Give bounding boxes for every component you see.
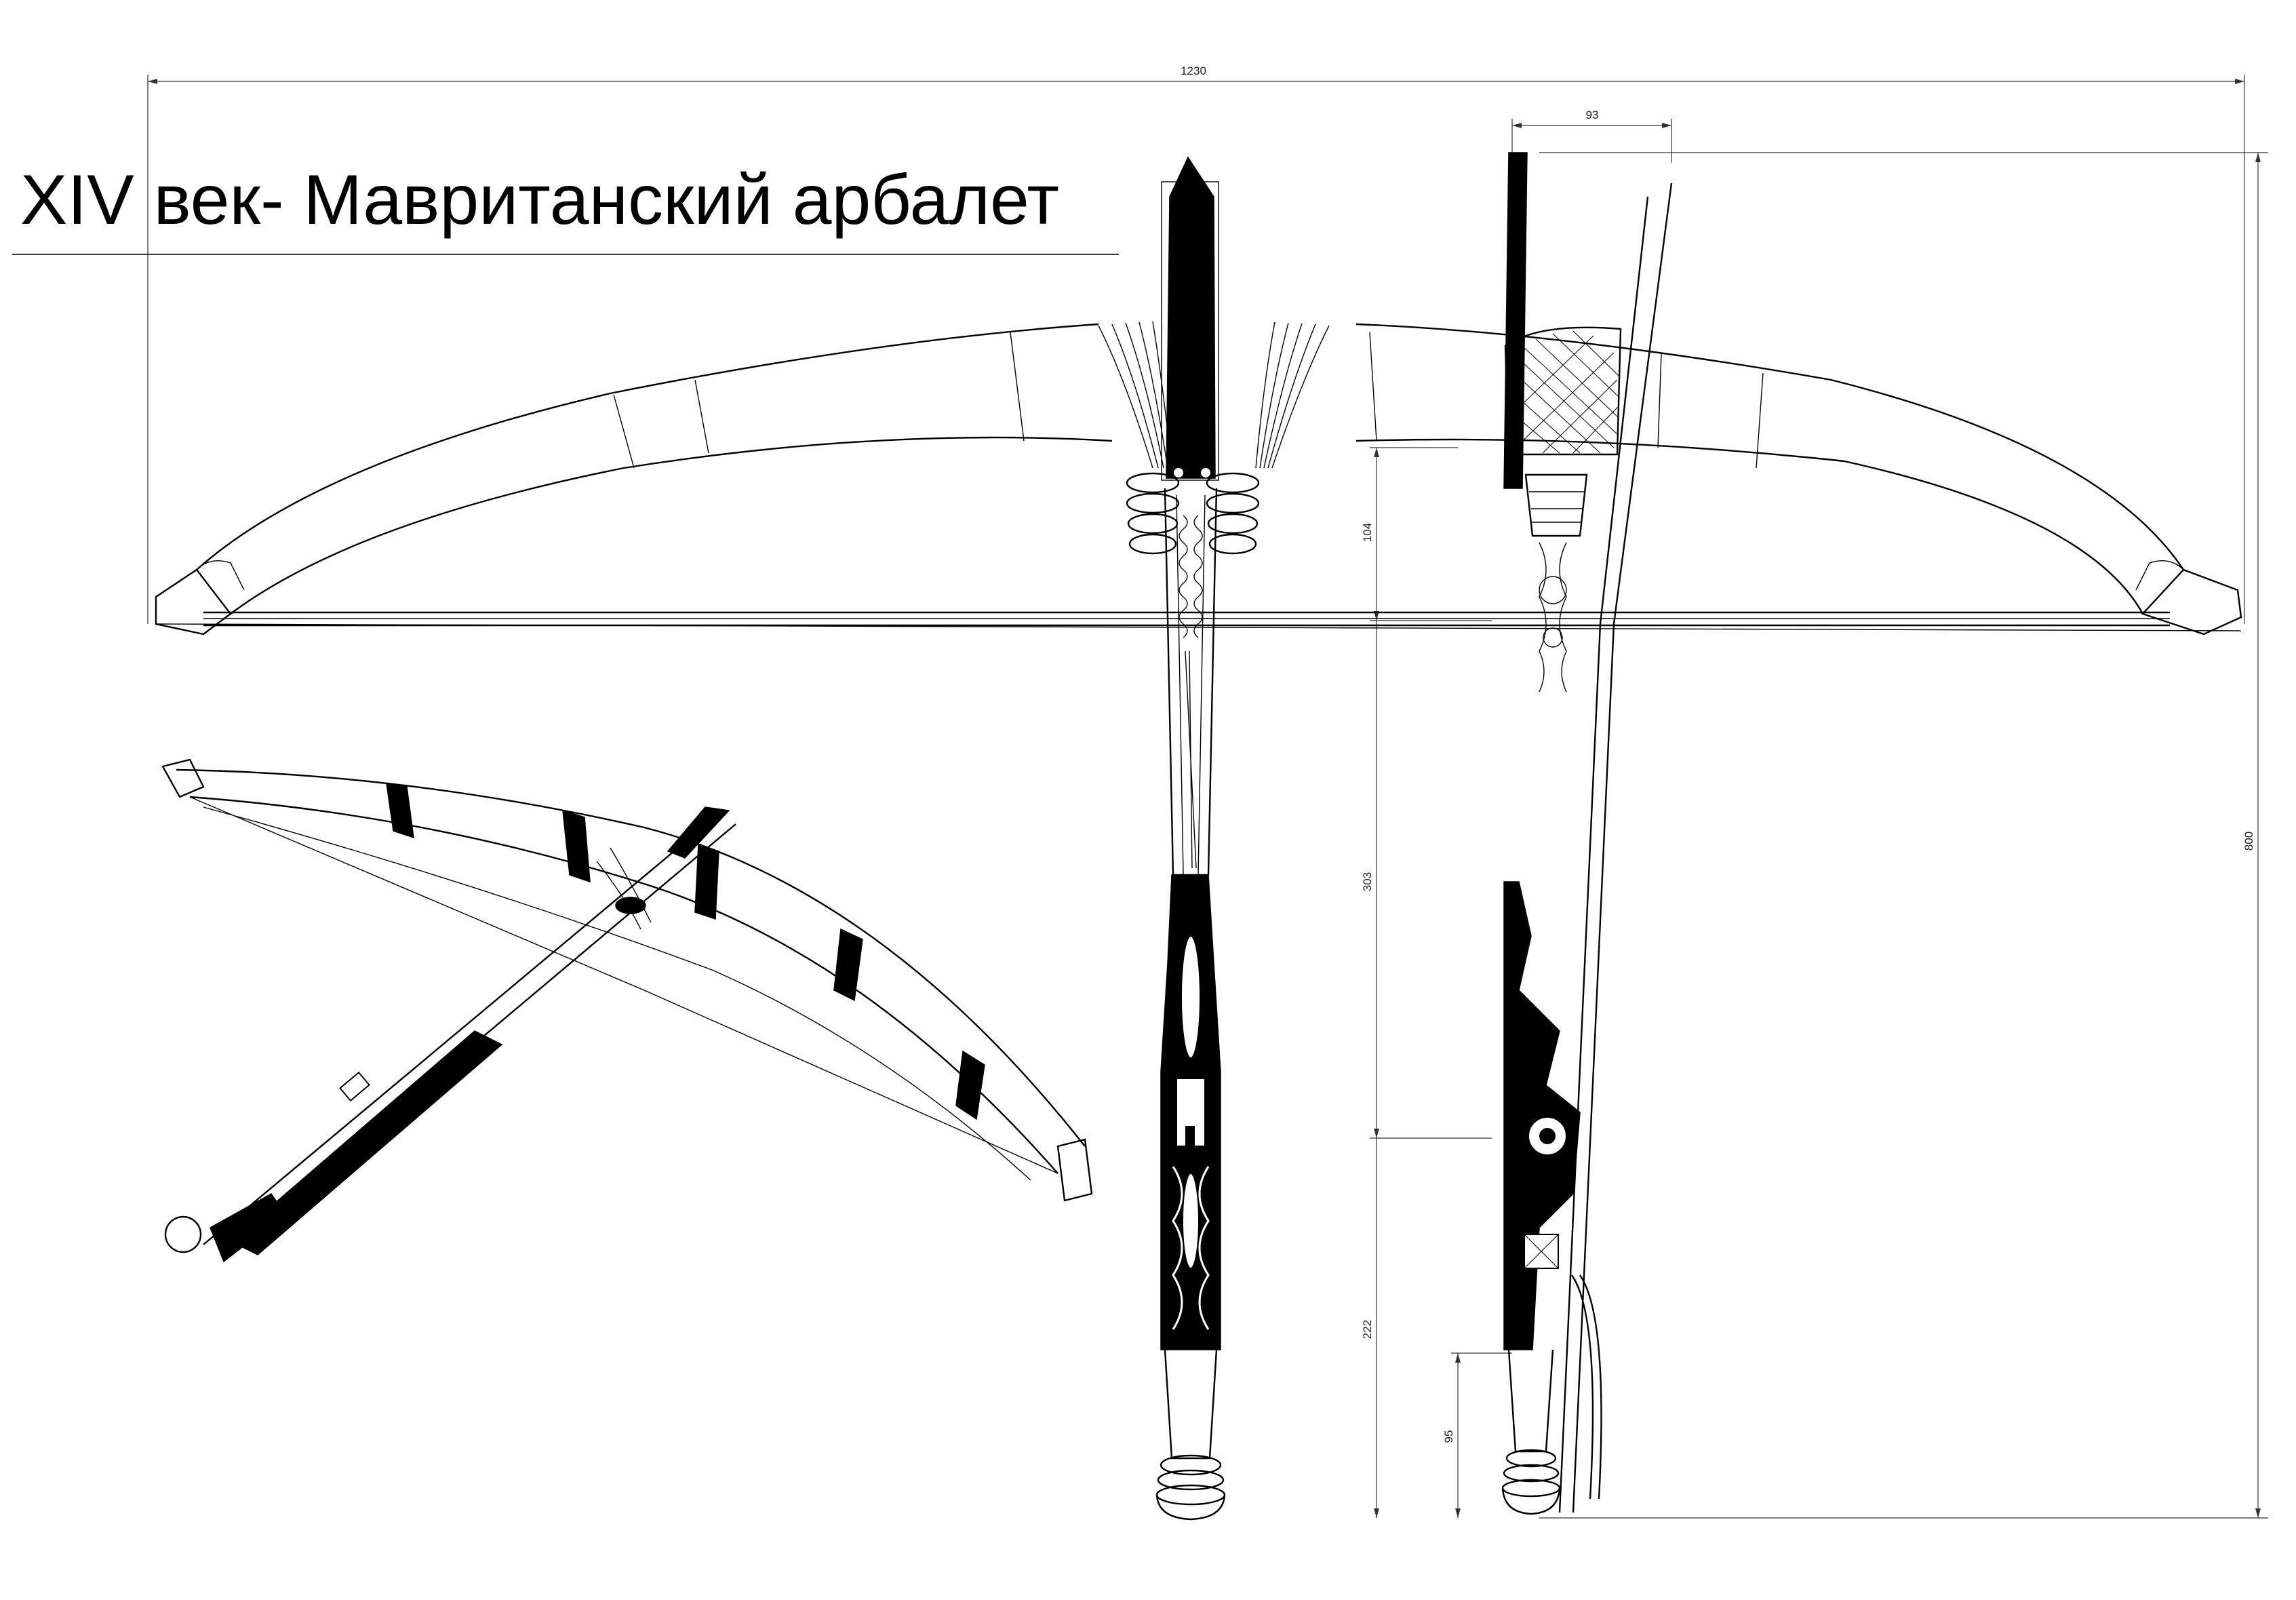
front-view-bow	[155, 321, 2242, 636]
dimension-chain-left: 104 303 222	[1361, 447, 1492, 1518]
dim-label-stock-width: 93	[1586, 109, 1599, 121]
dim-label-segment-c: 222	[1361, 1320, 1374, 1339]
bolt-head-shape	[1166, 156, 1216, 479]
dimension-stock-width: 93	[1511, 109, 1672, 163]
dim-label-total-length: 800	[2242, 832, 2255, 851]
side-view-stock	[1501, 152, 1673, 1515]
dimension-total-width: 1230	[147, 64, 2245, 624]
perspective-sketch	[161, 758, 1093, 1263]
dim-label-segment-a: 104	[1361, 523, 1374, 542]
dim-label-segment-d: 95	[1442, 1430, 1455, 1443]
dim-label-total-width: 1230	[1181, 64, 1206, 77]
dim-label-segment-b: 303	[1361, 872, 1374, 891]
dimension-total-length: 800	[1539, 152, 2268, 1519]
sheet-title: XIV век- Мавританский арбалет	[20, 161, 1059, 239]
front-view-stock	[1126, 156, 1260, 1521]
dimension-butt: 95	[1442, 1352, 1512, 1518]
